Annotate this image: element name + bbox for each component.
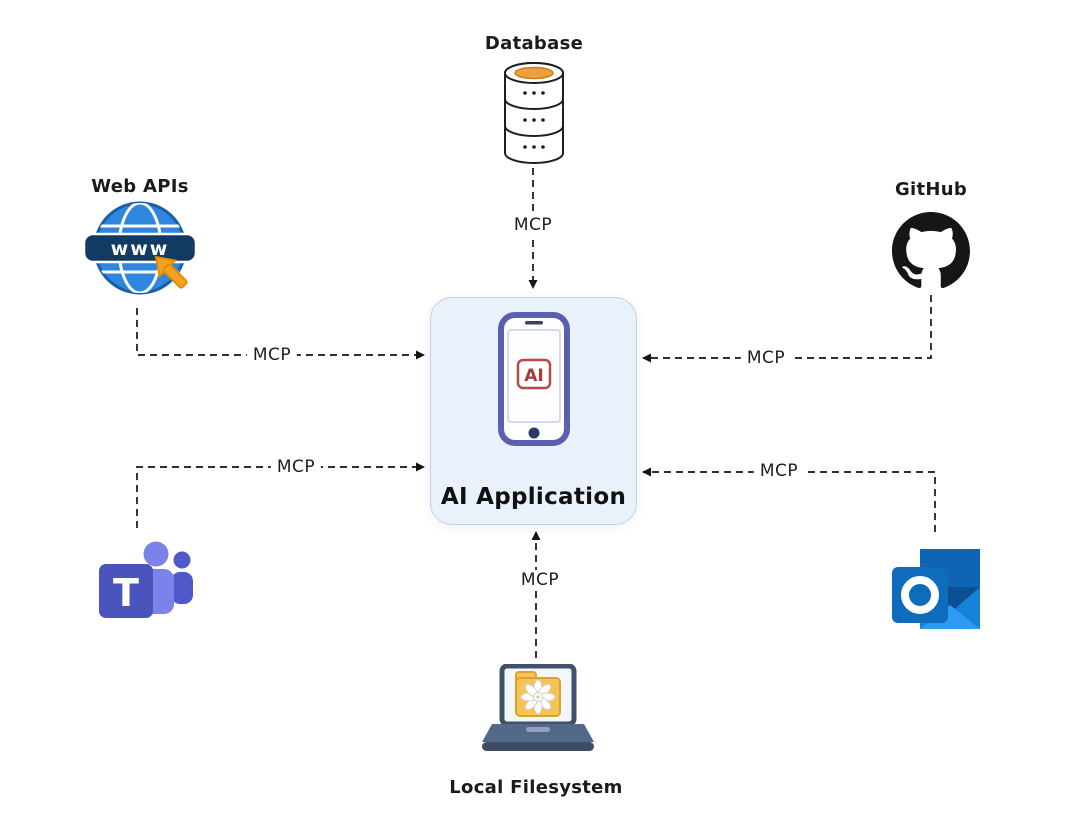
node-local-filesystem-label: Local Filesystem	[449, 777, 623, 798]
node-outlook	[892, 537, 984, 641]
cursor-arrow	[154, 255, 188, 289]
laptop-folder-gear-icon	[482, 663, 594, 751]
node-github	[892, 212, 970, 294]
mcp-label-github: MCP	[740, 348, 792, 368]
node-github-label: GitHub	[894, 179, 968, 200]
mcp-label-outlook: MCP	[753, 461, 805, 481]
smartphone-ai-icon: AI	[497, 312, 570, 446]
gear-flower-glyph	[520, 679, 556, 715]
node-web-apis: www	[82, 200, 198, 308]
ai-application-box: AI AI Application	[430, 297, 637, 525]
mcp-label-filesystem: MCP	[514, 570, 566, 590]
mcp-label-teams: MCP	[270, 457, 322, 477]
phone-screen-text: AI	[524, 366, 543, 386]
connector-outlook-mcp	[642, 467, 936, 532]
microsoft-teams-icon: T	[99, 541, 193, 618]
ai-application-label: AI Application	[440, 484, 627, 510]
github-octocat-icon	[892, 212, 970, 289]
teams-t-letter: T	[113, 571, 139, 615]
node-local-filesystem	[482, 663, 594, 764]
mcp-label-database: MCP	[507, 215, 559, 235]
node-web-apis-label: Web APIs	[91, 176, 189, 197]
node-teams: T	[95, 536, 195, 632]
node-database	[496, 60, 572, 170]
globe-www-text: www	[111, 238, 170, 260]
microsoft-outlook-icon	[892, 549, 980, 629]
mcp-label-web-apis: MCP	[246, 345, 298, 365]
node-database-label: Database	[484, 33, 584, 54]
globe-www-icon: www	[82, 201, 198, 295]
database-cylinder-icon	[504, 62, 564, 164]
